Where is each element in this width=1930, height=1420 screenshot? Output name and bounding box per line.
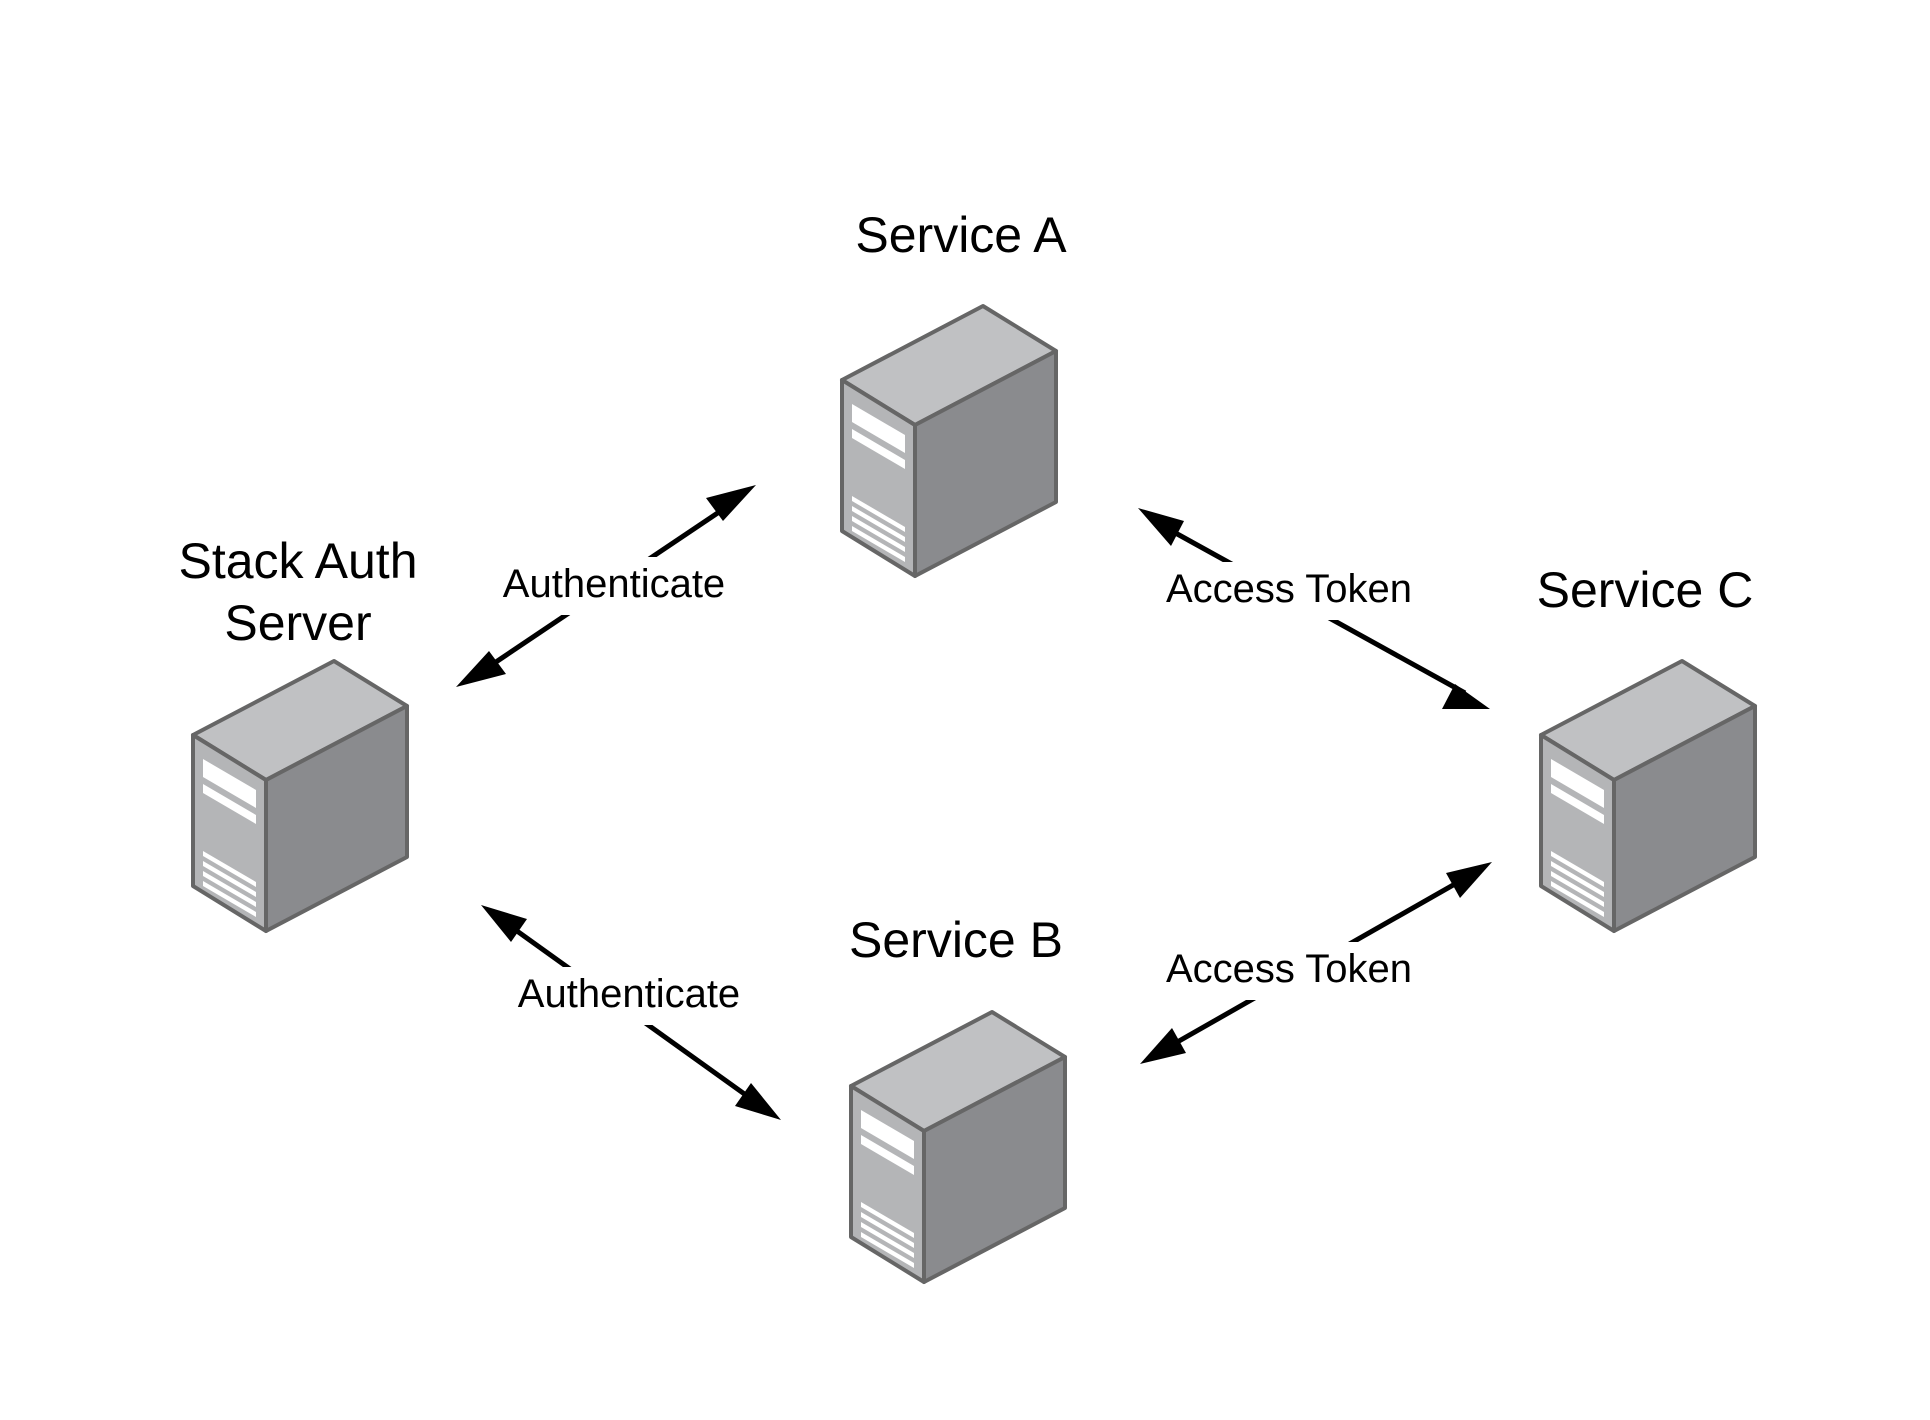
arrowhead-icon xyxy=(1446,862,1492,898)
edge-auth-service-a: Authenticate xyxy=(456,485,756,687)
edge-service-b-service-c: Access Token xyxy=(1140,862,1492,1064)
node-service-b: Service B xyxy=(849,912,1067,1284)
node-label-stack-auth-line1: Stack Auth xyxy=(178,533,417,589)
arrowhead-icon xyxy=(1138,508,1184,546)
edge-label-access-token-a-c: Access Token xyxy=(1166,567,1412,611)
node-label-stack-auth-line2: Server xyxy=(224,595,371,651)
edge-label-authenticate-b: Authenticate xyxy=(518,972,740,1016)
edge-service-a-service-c: Access Token xyxy=(1138,508,1490,709)
arrowhead-icon xyxy=(1140,1028,1186,1064)
arrowhead-icon xyxy=(706,485,756,521)
server-icon xyxy=(191,659,409,933)
node-service-c: Service C xyxy=(1537,562,1757,933)
arrowhead-icon xyxy=(456,651,506,687)
arrowhead-icon xyxy=(481,905,527,942)
node-stack-auth-server: Stack Auth Server xyxy=(178,533,418,933)
arrowhead-icon xyxy=(735,1083,781,1120)
node-label-service-c: Service C xyxy=(1537,562,1754,618)
edge-auth-service-b: Authenticate xyxy=(481,905,781,1120)
server-icon xyxy=(1539,659,1757,933)
edge-label-authenticate-a: Authenticate xyxy=(503,562,725,606)
server-icon xyxy=(849,1010,1067,1284)
node-label-service-b: Service B xyxy=(849,912,1063,968)
arrowhead-icon xyxy=(1442,684,1490,709)
node-service-a: Service A xyxy=(840,207,1067,578)
node-label-service-a: Service A xyxy=(855,207,1067,263)
edge-label-access-token-b-c: Access Token xyxy=(1166,947,1412,991)
server-icon xyxy=(840,304,1058,578)
